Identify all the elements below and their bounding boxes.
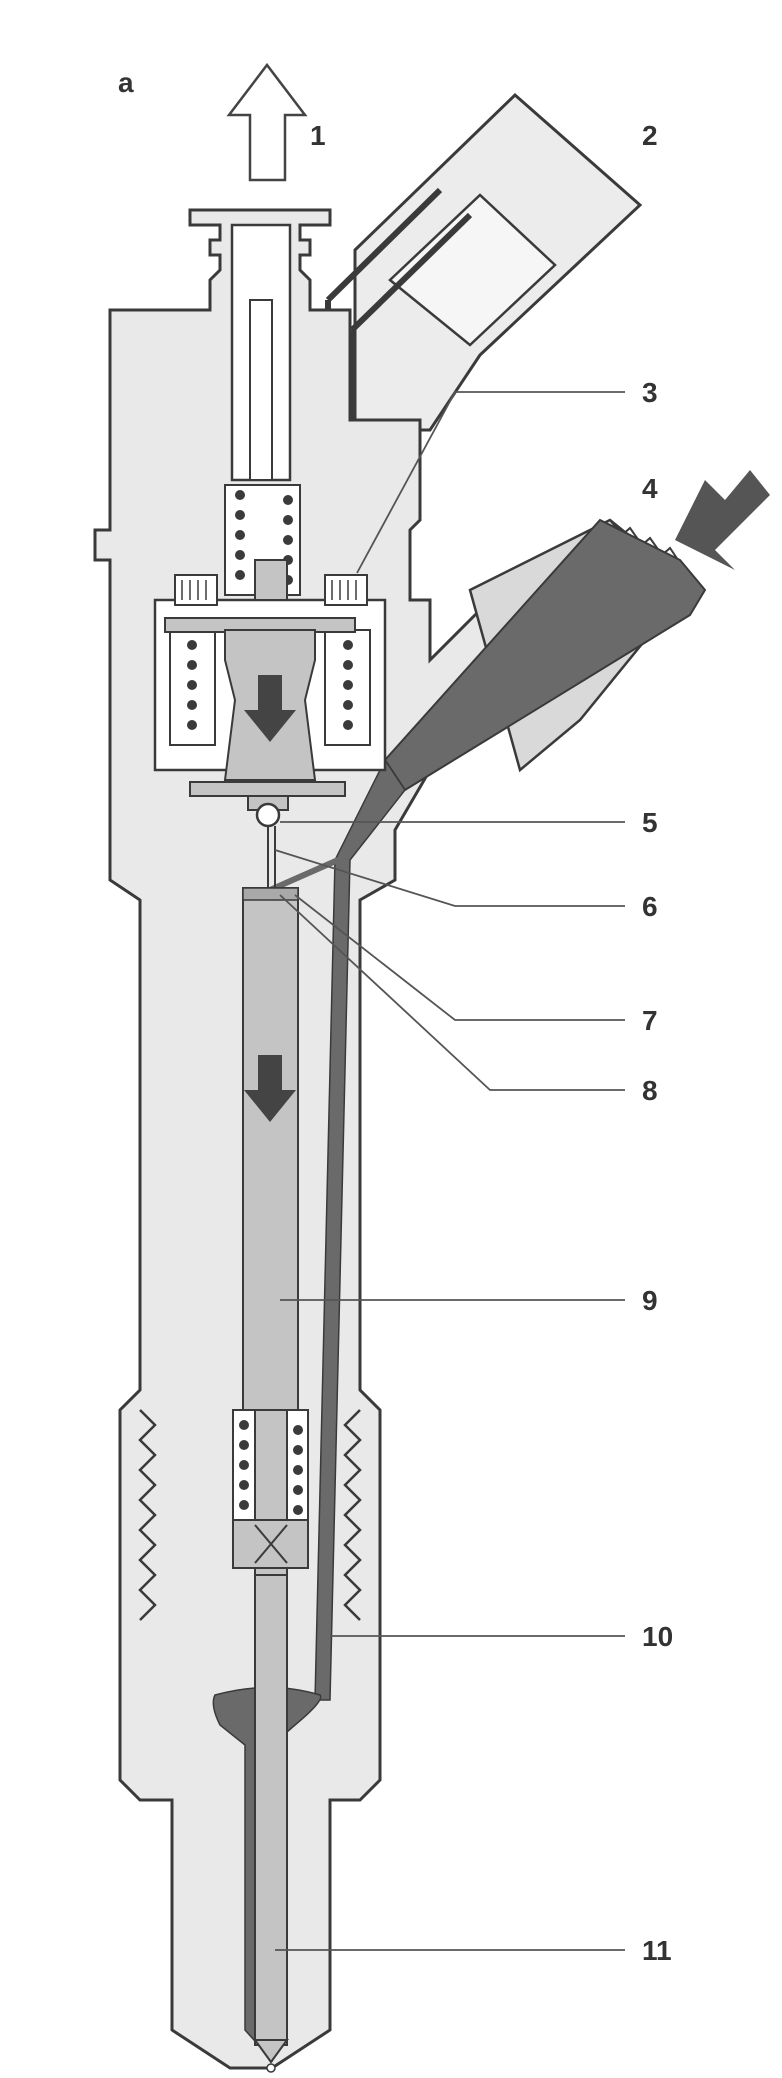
callout-2: 2 (642, 120, 658, 151)
callout-8: 8 (642, 1075, 658, 1106)
solenoid-valve (153, 484, 387, 828)
callout-9: 9 (642, 1285, 658, 1316)
plunger-down-arrow-icon (244, 1055, 296, 1122)
armature-down-arrow-icon (244, 675, 296, 742)
nozzle (212, 1574, 322, 2073)
callout-leaders (274, 391, 625, 1951)
inlet-flow-arrow-icon (675, 470, 770, 570)
callout-3: 3 (642, 377, 658, 408)
return-flow-up-arrow-icon (226, 62, 308, 182)
injector-body (93, 208, 563, 2070)
valve-control-plunger (242, 826, 299, 1411)
high-pressure-inlet (268, 518, 707, 1701)
leak-off-connection (230, 223, 292, 482)
callout-11: 11 (642, 1935, 672, 1966)
callout-10: 10 (642, 1621, 673, 1652)
nozzle-spring (232, 1409, 309, 1576)
callout-6: 6 (642, 891, 658, 922)
callout-5: 5 (642, 807, 658, 838)
callout-1: 1 (310, 120, 326, 151)
callout-7: 7 (642, 1005, 658, 1036)
callout-4: 4 (642, 473, 658, 504)
panel-label: a (118, 67, 134, 98)
